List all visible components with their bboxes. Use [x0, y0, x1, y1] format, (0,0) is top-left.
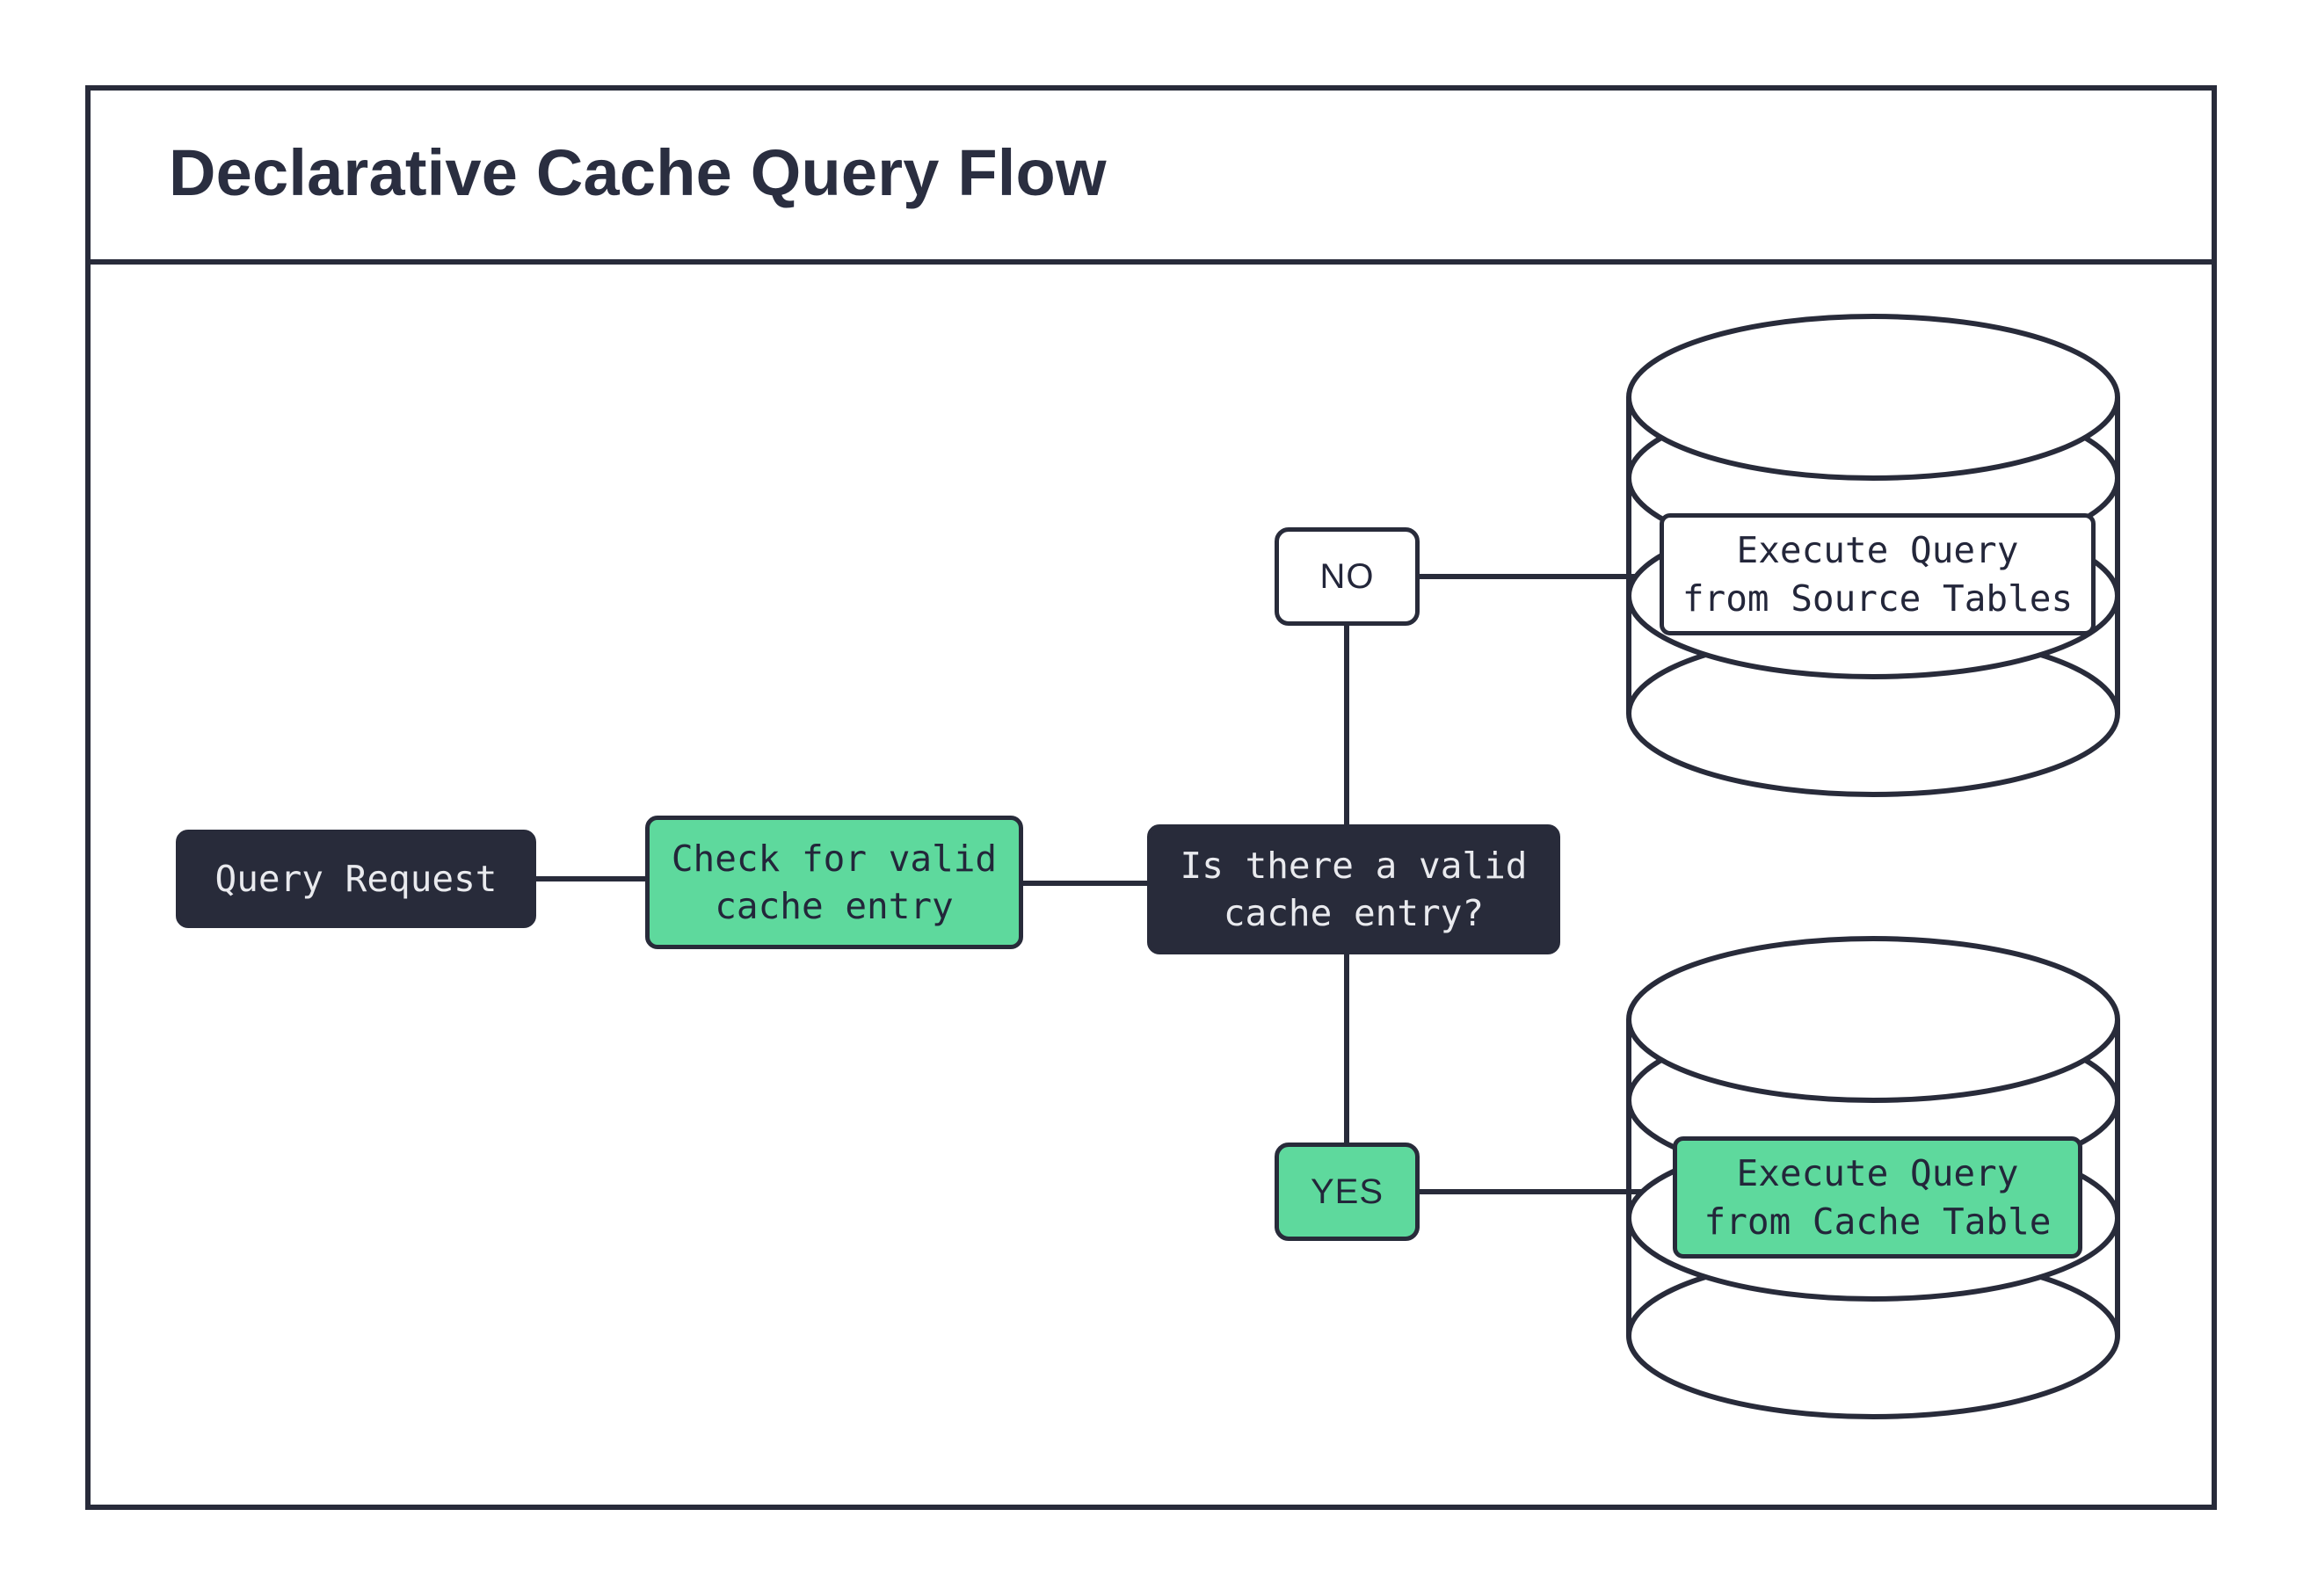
branch-label-yes[interactable]: YES — [1275, 1143, 1420, 1241]
node-query-request[interactable]: Query Request — [176, 830, 536, 928]
node-execute-query-from-cache-table[interactable]: Execute Query from Cache Table — [1673, 1136, 2082, 1259]
cache-db-lid — [1626, 936, 2120, 1103]
node-execute-query-from-source-tables[interactable]: Execute Query from Source Tables — [1660, 513, 2096, 635]
node-is-there-a-valid-cache-entry[interactable]: Is there a valid cache entry? — [1147, 824, 1560, 954]
source-db-lid — [1626, 314, 2120, 481]
page-title: Declarative Cache Query Flow — [169, 135, 1107, 209]
node-check-for-valid-cache-entry[interactable]: Check for valid cache entry — [645, 816, 1023, 949]
branch-label-no[interactable]: NO — [1275, 527, 1420, 626]
title-bar: Declarative Cache Query Flow — [85, 85, 2217, 265]
